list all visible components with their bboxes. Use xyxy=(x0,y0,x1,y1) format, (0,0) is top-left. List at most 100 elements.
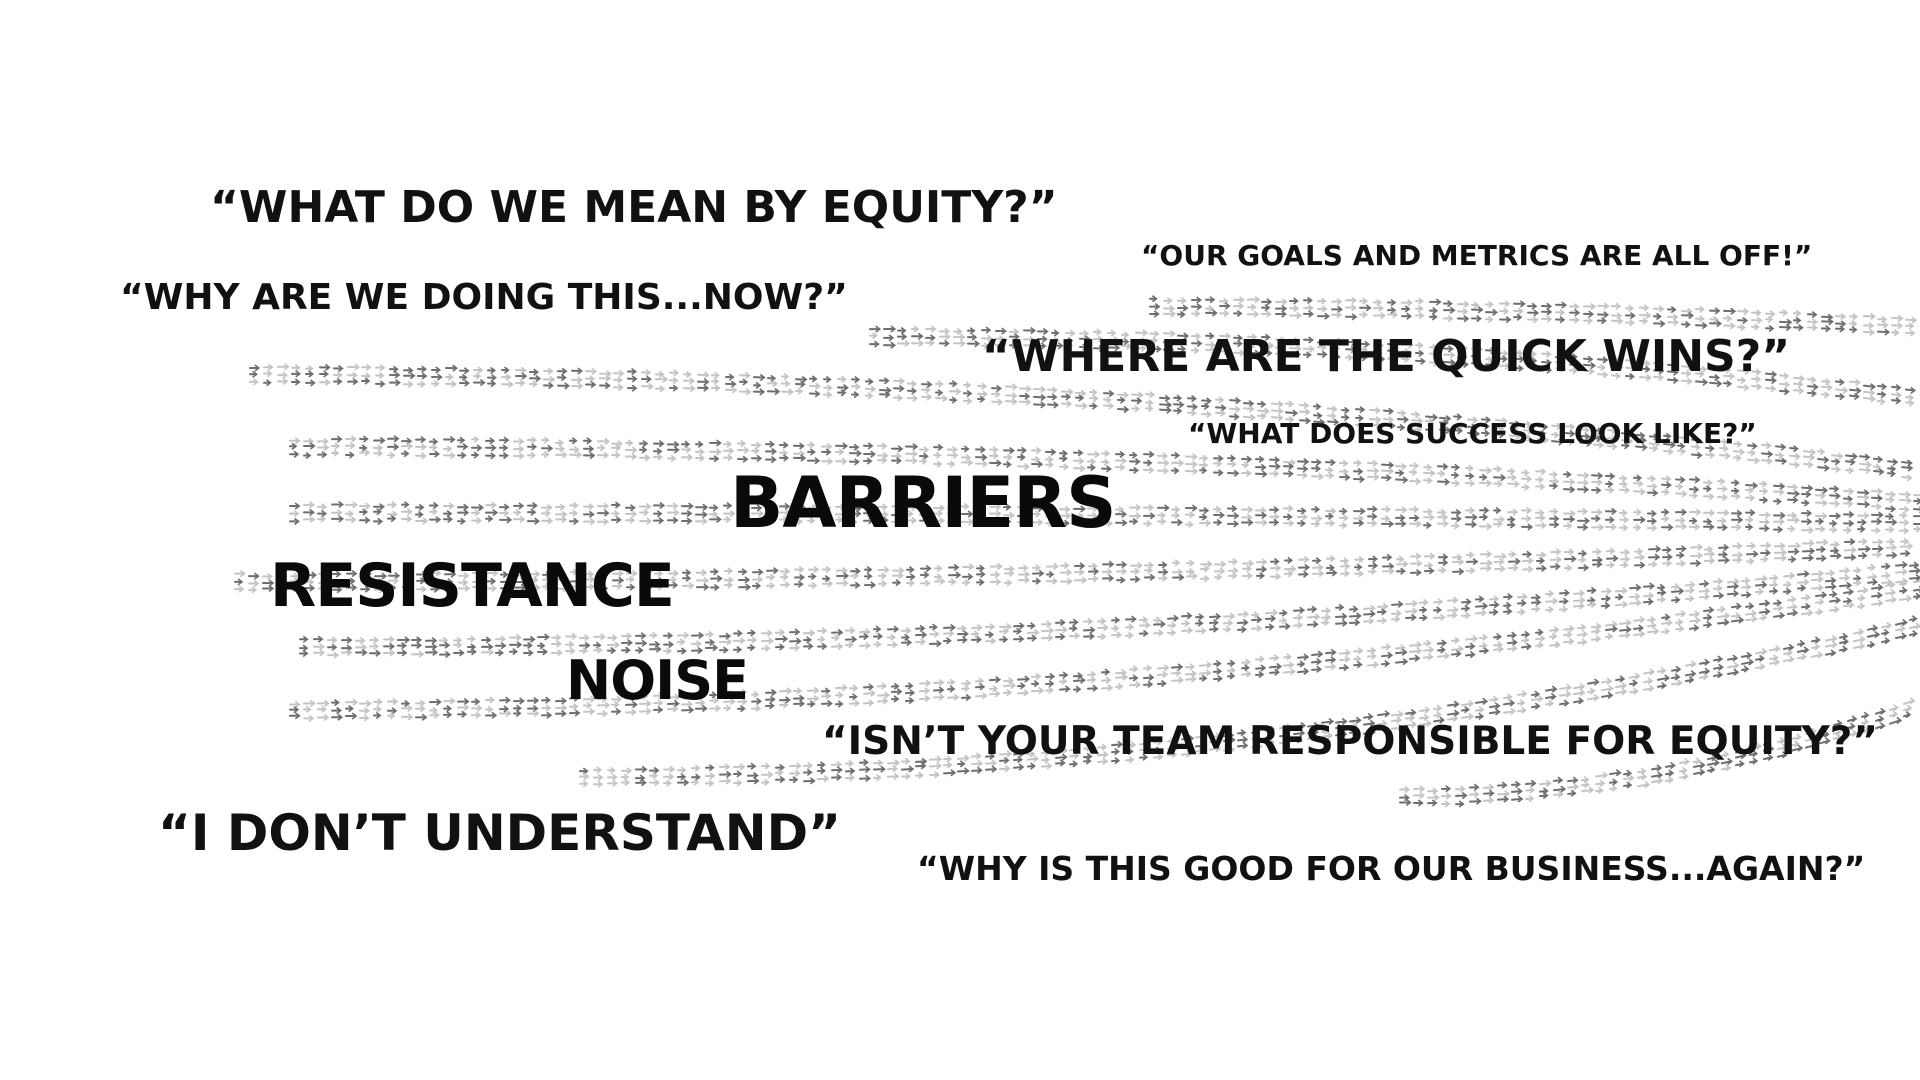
streak-arrow-mark xyxy=(1471,301,1480,309)
streak-arrow-mark xyxy=(625,516,636,524)
streak-arrow-mark xyxy=(1891,384,1902,392)
streak-arrow-mark xyxy=(919,511,932,519)
streak-arrow-mark xyxy=(1284,565,1297,573)
streak-arrow-mark xyxy=(1891,314,1904,323)
streak-arrow-mark xyxy=(1283,653,1292,661)
streak-arrow-mark xyxy=(1591,523,1605,532)
streak-arrow-mark xyxy=(1395,506,1408,514)
streak-arrow-mark xyxy=(473,372,482,380)
streak-arrow-mark xyxy=(537,648,549,656)
streak-arrow-mark xyxy=(1793,316,1802,325)
streak-arrow-mark xyxy=(849,458,860,466)
streak-arrow-mark xyxy=(906,579,916,587)
streak-arrow-mark xyxy=(485,452,497,460)
streak-arrow-mark xyxy=(1163,297,1173,305)
streak-arrow-mark xyxy=(1131,405,1141,413)
streak-arrow-mark xyxy=(1895,561,1908,569)
streak-arrow-mark xyxy=(388,584,397,592)
streak-arrow-mark xyxy=(733,770,743,778)
streak-arrow-mark xyxy=(1857,602,1866,610)
streak-arrow-mark xyxy=(1661,481,1672,489)
streak-arrow-mark xyxy=(1661,523,1674,532)
streak-arrow-mark xyxy=(276,572,288,580)
streak-arrow-mark xyxy=(850,581,861,589)
streak-arrow-mark xyxy=(625,439,634,447)
streak-arrow-mark xyxy=(985,765,998,773)
streak-arrow-mark xyxy=(1681,311,1694,320)
streak-arrow-mark xyxy=(1125,631,1134,640)
streak-arrow-mark xyxy=(1163,310,1177,318)
streak-arrow-mark xyxy=(1331,337,1344,345)
streak-arrow-mark xyxy=(1089,388,1098,396)
streak-arrow-mark xyxy=(887,772,900,780)
streak-arrow-mark xyxy=(859,641,872,650)
streak-arrow-mark xyxy=(551,649,563,657)
streak-arrow-mark xyxy=(621,773,630,781)
streak-arrow-mark xyxy=(724,581,734,589)
streak-arrow-mark xyxy=(593,773,604,782)
streak-arrow-mark xyxy=(1088,575,1099,583)
streak-arrow-mark xyxy=(1699,667,1711,675)
streak-arrow-mark xyxy=(639,454,651,462)
streak-arrow-mark xyxy=(957,754,970,762)
streak-arrow-mark xyxy=(869,325,882,333)
streak-arrow-mark xyxy=(1815,486,1829,495)
streak-arrow-mark xyxy=(893,394,904,402)
streak-arrow-mark xyxy=(471,704,483,712)
streak-arrow-mark xyxy=(933,460,943,468)
streak-arrow-mark xyxy=(1829,485,1840,493)
streak-arrow-mark xyxy=(1605,472,1616,480)
streak-arrow-mark xyxy=(835,457,848,466)
streak-arrow-mark xyxy=(1522,565,1534,573)
streak-arrow-mark xyxy=(1041,634,1054,642)
streak-arrow-mark xyxy=(1843,588,1855,596)
streak-arrow-mark xyxy=(513,437,525,446)
streak-arrow-mark xyxy=(1525,786,1536,794)
streak-arrow-mark xyxy=(649,778,661,787)
streak-arrow-mark xyxy=(1353,655,1362,663)
streak-arrow-mark xyxy=(1727,582,1740,590)
streak-arrow-mark xyxy=(1595,786,1604,795)
streak-arrow-mark xyxy=(1913,497,1920,505)
streak-arrow-mark xyxy=(361,363,372,371)
streak-arrow-mark xyxy=(901,626,912,635)
streak-arrow-mark xyxy=(1395,520,1407,528)
streak-arrow-mark xyxy=(1615,600,1629,609)
streak-arrow-mark xyxy=(1732,556,1743,564)
streak-arrow-mark xyxy=(929,755,943,763)
streak-arrow-mark xyxy=(291,364,301,372)
streak-arrow-mark xyxy=(822,574,831,583)
streak-arrow-mark xyxy=(599,382,611,390)
streak-arrow-mark xyxy=(1499,300,1511,308)
streak-arrow-mark xyxy=(1289,297,1299,305)
streak-arrow-mark xyxy=(1537,436,1550,444)
streak-arrow-mark xyxy=(1103,390,1115,398)
streak-arrow-mark xyxy=(879,390,891,399)
streak-arrow-mark xyxy=(1535,628,1544,636)
streak-arrow-mark xyxy=(1321,613,1332,621)
streak-arrow-mark xyxy=(849,518,858,526)
streak-arrow-mark xyxy=(1289,336,1300,345)
streak-arrow-mark xyxy=(1345,338,1358,346)
streak-arrow-mark xyxy=(1737,323,1747,332)
streak-arrow-mark xyxy=(1237,741,1249,750)
streak-arrow-mark xyxy=(1339,521,1348,530)
streak-arrow-mark xyxy=(621,639,633,647)
streak-arrow-mark xyxy=(555,503,566,511)
streak-arrow-mark xyxy=(569,501,579,510)
streak-arrow-mark xyxy=(1773,518,1785,526)
streak-arrow-mark xyxy=(411,641,423,649)
streak-arrow-mark xyxy=(299,649,309,658)
streak-arrow-mark xyxy=(471,444,483,452)
streak-arrow-mark xyxy=(1802,554,1814,562)
streak-arrow-mark xyxy=(361,372,372,380)
streak-arrow-mark xyxy=(1131,397,1143,405)
streak-arrow-mark xyxy=(1069,624,1078,632)
streak-arrow-mark xyxy=(1027,628,1040,637)
streak-arrow-mark xyxy=(1159,406,1173,414)
streak-arrow-mark xyxy=(374,586,385,594)
streak-arrow-mark xyxy=(1569,309,1581,317)
streak-arrow-mark xyxy=(445,373,454,381)
streak-arrow-mark xyxy=(1593,441,1605,449)
streak-arrow-mark xyxy=(1523,427,1534,435)
